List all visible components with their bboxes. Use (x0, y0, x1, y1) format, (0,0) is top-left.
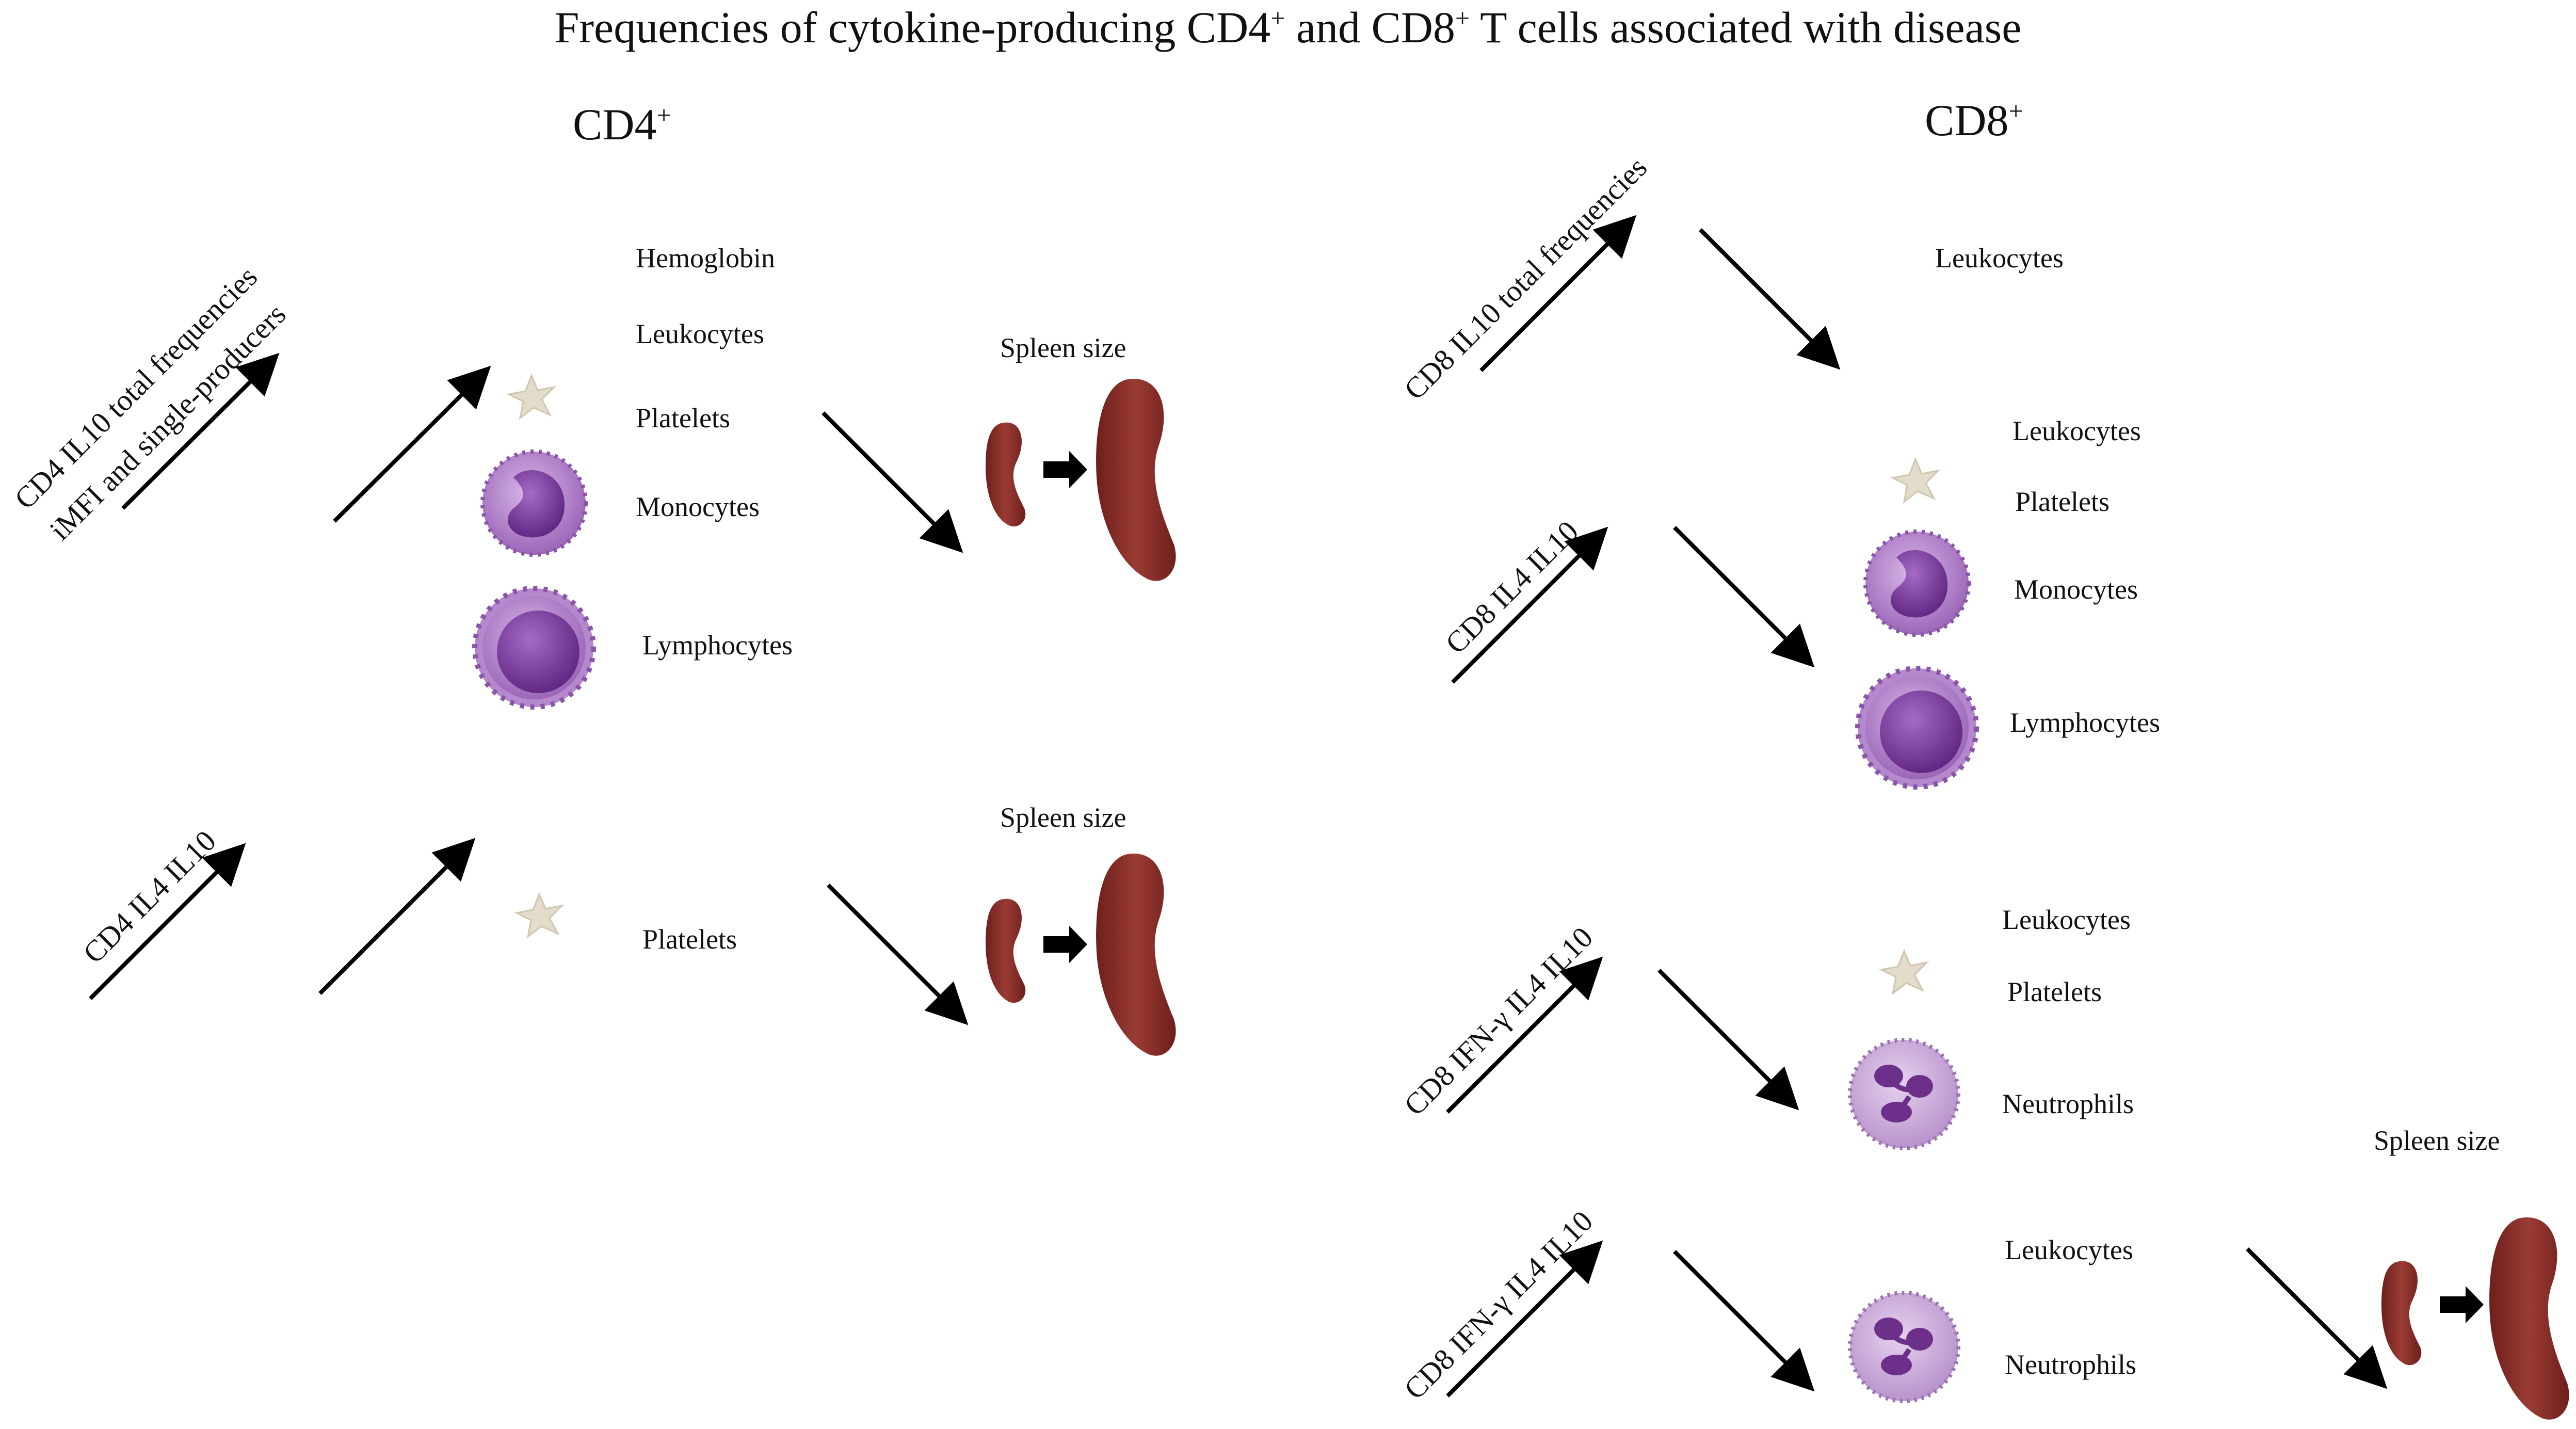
cd8-g4-cell-2: Neutrophils (2005, 1349, 2136, 1380)
cd4-g1-spleen-label: Spleen size (1000, 332, 1126, 363)
spleen-large-icon (2489, 1217, 2569, 1420)
cd8-g4-cell-1: Leukocytes (2005, 1234, 2133, 1265)
cd8-g4-marker-arrow (1446, 1240, 1603, 1398)
cd8-g2-down-arrow (1673, 526, 1815, 668)
cd8-group4: CD8 IFN-γ IL4 IL10 Leukocytes Neutrophil… (1397, 1125, 2569, 1420)
neutrophil-icon (1850, 1040, 1958, 1148)
cd8-g1-marker-arrow (1479, 215, 1637, 372)
monocyte-icon (482, 452, 586, 555)
spleen-small-icon (986, 422, 1026, 527)
cd4-g2-cell-1: Platelets (642, 924, 737, 955)
cd8-group2: CD8 IL4 IL10 Leukocytes Platelets Monocy… (1439, 415, 2160, 787)
cd4-g2-marker: CD4 IL4 IL10 (76, 824, 222, 970)
cd4-g1-cell-2: Leukocytes (636, 318, 764, 349)
platelet-icon (516, 893, 563, 938)
cd8-g4-spleen-arrow (2246, 1247, 2388, 1389)
cd4-g2-down-arrow (827, 884, 969, 1025)
spleen-large-icon (1096, 854, 1176, 1056)
cd4-group2: CD4 IL4 IL10 Platelets Spleen size (76, 802, 1176, 1056)
spleen-large-icon (1096, 379, 1176, 581)
cd8-g2-marker: CD8 IL4 IL10 (1439, 514, 1585, 660)
cd8-g2-cell-2: Platelets (2015, 486, 2110, 517)
cd8-g2-cell-1: Leukocytes (2013, 415, 2141, 446)
cd8-g2-cell-4: Lymphocytes (2010, 707, 2160, 738)
lymphocyte-icon (1858, 668, 1976, 787)
cd8-g3-cell-1: Leukocytes (2002, 904, 2131, 935)
cd8-group1: CD8 IL10 total frequencies Leukocytes (1397, 150, 2064, 406)
cd8-g3-cell-2: Platelets (2007, 976, 2102, 1007)
platelet-icon (1880, 950, 1928, 994)
cd4-g1-down-arrow (822, 411, 963, 553)
cd4-g1-cell-3: Platelets (636, 403, 730, 433)
cd8-g3-marker-arrow (1446, 956, 1603, 1114)
platelet-icon (508, 375, 555, 419)
cd4-heading: CD4+ (573, 100, 671, 149)
cd8-g3-marker: CD8 IFN-γ IL4 IL10 (1397, 920, 1599, 1122)
increase-arrow-icon (1043, 451, 1087, 488)
cd8-g4-spleen-label: Spleen size (2374, 1125, 2500, 1156)
cd4-g1-cell-1: Hemoglobin (636, 243, 775, 274)
cd4-g2-up-arrow (318, 838, 476, 995)
cd8-group3: CD8 IFN-γ IL4 IL10 Leukocytes Platelets … (1397, 904, 2134, 1148)
spleen-small-icon (2381, 1261, 2422, 1366)
cd4-group1: CD4 IL10 total frequencies iMFI and sing… (8, 243, 1176, 707)
cd8-g1-marker: CD8 IL10 total frequencies (1397, 150, 1653, 406)
cd4-g1-cell-5: Lymphocytes (642, 630, 793, 661)
platelet-icon (1892, 458, 1939, 503)
cd4-g2-marker-arrow (89, 843, 246, 1000)
cd4-g1-cell-4: Monocytes (636, 491, 760, 522)
figure-title: Frequencies of cytokine-producing CD4+ a… (555, 3, 2022, 52)
cd8-g3-down-arrow (1657, 969, 1799, 1111)
cd8-g1-cell-1: Leukocytes (1935, 243, 2064, 274)
cd8-g4-down-arrow (1673, 1250, 1815, 1392)
increase-arrow-icon (2440, 1286, 2484, 1323)
monocyte-icon (1865, 532, 1969, 635)
increase-arrow-icon (1043, 926, 1087, 963)
spleen-small-icon (986, 898, 1026, 1003)
cd8-g2-cell-3: Monocytes (2014, 574, 2138, 605)
neutrophil-icon (1850, 1293, 1958, 1401)
cd8-g1-down-arrow (1699, 228, 1841, 370)
cd4-g1-marker-arrow (121, 352, 280, 510)
cd8-g4-marker: CD8 IFN-γ IL4 IL10 (1397, 1204, 1599, 1406)
cd8-g3-cell-3: Neutrophils (2002, 1088, 2134, 1119)
lymphocyte-icon (475, 588, 593, 707)
cd8-g2-marker-arrow (1451, 526, 1608, 684)
cd4-g1-up-arrow (333, 365, 491, 523)
cd8-heading: CD8+ (1925, 95, 2023, 145)
cd4-g2-spleen-label: Spleen size (1000, 802, 1126, 833)
